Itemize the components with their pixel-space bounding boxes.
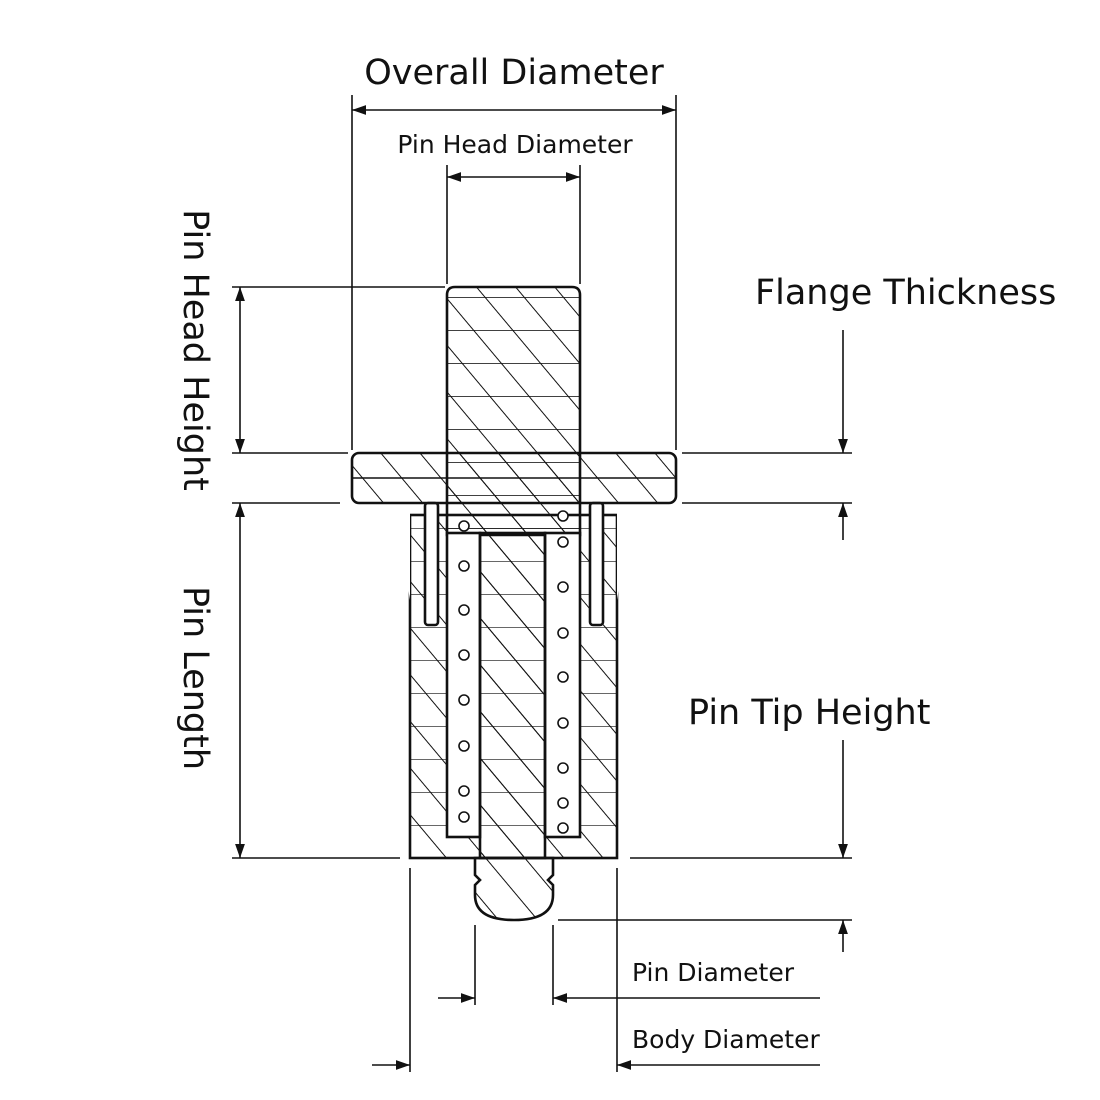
pin-diameter-label: Pin Diameter [632,958,795,987]
pin-head-diameter-dimension: Pin Head Diameter [397,130,633,284]
pin-head-height-label: Pin Head Height [175,209,215,491]
flange-thickness-label: Flange Thickness [755,273,1056,313]
pin-length-dimension: Pin Length [175,502,400,859]
flange-thickness-dimension: Flange Thickness [682,273,1056,540]
overall-diameter-dimension: Overall Diameter [351,53,677,450]
right-spring-cavity [543,531,582,839]
right-slot [588,501,605,627]
overall-diameter-label: Overall Diameter [364,53,664,93]
pin-tip-height-dimension: Pin Tip Height [558,693,930,952]
pin-shaft [478,531,547,860]
spring [458,510,569,834]
pin-length-label: Pin Length [175,586,215,770]
left-slot [423,501,440,627]
pin-tip [473,856,555,922]
pin-head-height-dimension: Pin Head Height [175,209,445,491]
pin [445,285,582,922]
pin-head-diameter-label: Pin Head Diameter [397,130,633,159]
pin-diameter-dimension: Pin Diameter [438,925,820,1005]
body-diameter-label: Body Diameter [632,1025,820,1054]
body-diameter-dimension: Body Diameter [372,868,820,1072]
pin-tip-height-label: Pin Tip Height [688,693,930,733]
